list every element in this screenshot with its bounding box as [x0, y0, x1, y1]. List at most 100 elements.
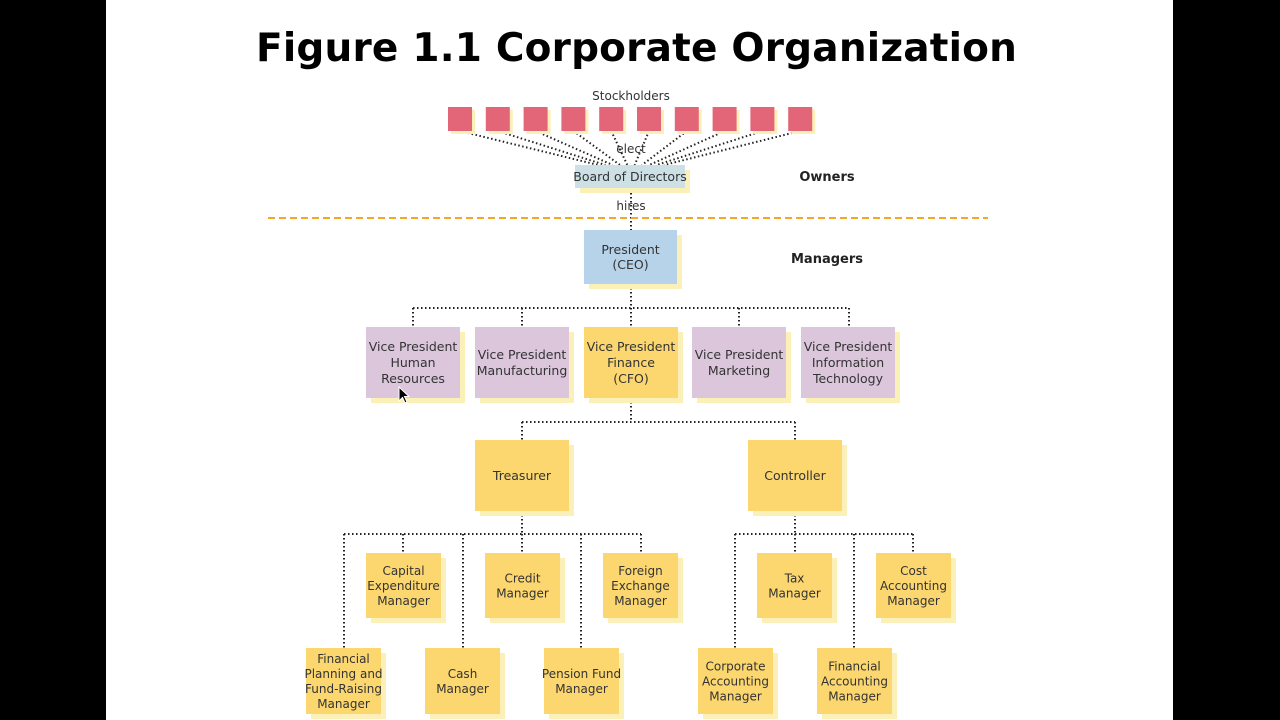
elect-line [459, 130, 599, 166]
node-box [584, 327, 678, 398]
node-label-line: Information [812, 355, 884, 370]
figure-title: Figure 1.1 Corporate Organization [256, 26, 1018, 71]
node-label-line: Manager [436, 682, 489, 696]
node-box [544, 648, 619, 714]
node-label-line: Board of Directors [573, 169, 686, 184]
stockholders-label: Stockholders [592, 89, 670, 103]
elect-line [572, 130, 621, 166]
node-label-line: Accounting [880, 579, 947, 593]
stockholder-box [637, 107, 661, 131]
node-treasurer: Treasurer [475, 440, 574, 516]
node-box [817, 648, 892, 714]
node-board: Board of Directors [573, 165, 690, 193]
node-label-line: Vice President [587, 339, 676, 354]
node-label-line: Accounting [821, 675, 888, 689]
node-label-line: Marketing [708, 363, 770, 378]
node-label-line: Manager [768, 587, 821, 601]
stockholder-box [674, 107, 699, 131]
node-label-line: Foreign [618, 564, 662, 578]
elect-line [497, 130, 606, 166]
stockholder-box [523, 107, 548, 131]
node-box [475, 440, 569, 511]
node-box [485, 553, 560, 618]
node-label-line: Capital [382, 564, 424, 578]
elect-line [663, 130, 801, 166]
node-box [366, 327, 460, 398]
node-label-line: Manager [496, 587, 549, 601]
owners-label: Owners [799, 170, 855, 185]
node-label-line: (CFO) [613, 371, 649, 386]
node-label-line: President [601, 242, 659, 257]
node-box [603, 553, 678, 618]
node-label-line: Human [390, 355, 435, 370]
node-president: President(CEO) [584, 230, 682, 289]
node-label-line: Manager [887, 594, 940, 608]
stockholder-box [788, 107, 813, 131]
elect-line [535, 130, 614, 166]
node-box [425, 648, 500, 714]
elect-label: elect [616, 142, 646, 156]
node-box [698, 648, 773, 714]
node-label-line: Planning and [304, 667, 382, 681]
node-label-line: Cost [900, 564, 927, 578]
node-box [575, 165, 685, 188]
node-label-line: Cash [448, 667, 478, 681]
node-label-line: Manager [317, 697, 370, 711]
node-label-line: Manager [614, 594, 667, 608]
node-label-line: Finance [607, 355, 655, 370]
managers-label: Managers [791, 252, 863, 267]
stockholder-box [750, 107, 775, 131]
node-box [692, 327, 786, 398]
node-label-line: Credit [504, 572, 540, 586]
node-box [366, 553, 441, 618]
stockholder-box [712, 107, 737, 131]
node-label-line: Accounting [702, 675, 769, 689]
node-label-line: Manager [828, 690, 881, 704]
stockholder-box [448, 107, 472, 131]
stockholders-group [448, 107, 816, 166]
node-label-line: Financial [828, 660, 881, 674]
node-label-line: Exchange [611, 579, 670, 593]
node-controller: Controller [748, 440, 847, 516]
node-label-line: Manufacturing [477, 363, 568, 378]
node-box [757, 553, 832, 618]
node-box [876, 553, 951, 618]
stockholder-box [561, 107, 586, 131]
connector-lines [343, 185, 914, 649]
node-label-line: Vice President [369, 339, 458, 354]
node-label-line: Vice President [804, 339, 893, 354]
node-box [801, 327, 895, 398]
elect-line [641, 130, 688, 166]
node-label-line: Financial [317, 652, 370, 666]
node-label-line: Pension Fund [542, 667, 621, 681]
node-label-line: (CEO) [612, 257, 648, 272]
node-label-line: Technology [812, 371, 884, 386]
node-label-line: Controller [764, 468, 826, 483]
node-label-line: Manager [377, 594, 430, 608]
node-label-line: Resources [381, 371, 445, 386]
node-box [584, 230, 677, 284]
stockholder-box [599, 107, 624, 131]
node-label-line: Vice President [695, 347, 784, 362]
hires-label: hires [616, 199, 645, 213]
node-label-line: Tax [784, 572, 805, 586]
node-box [748, 440, 842, 511]
mouse-cursor-icon [398, 385, 411, 404]
node-label-line: Manager [555, 682, 608, 696]
